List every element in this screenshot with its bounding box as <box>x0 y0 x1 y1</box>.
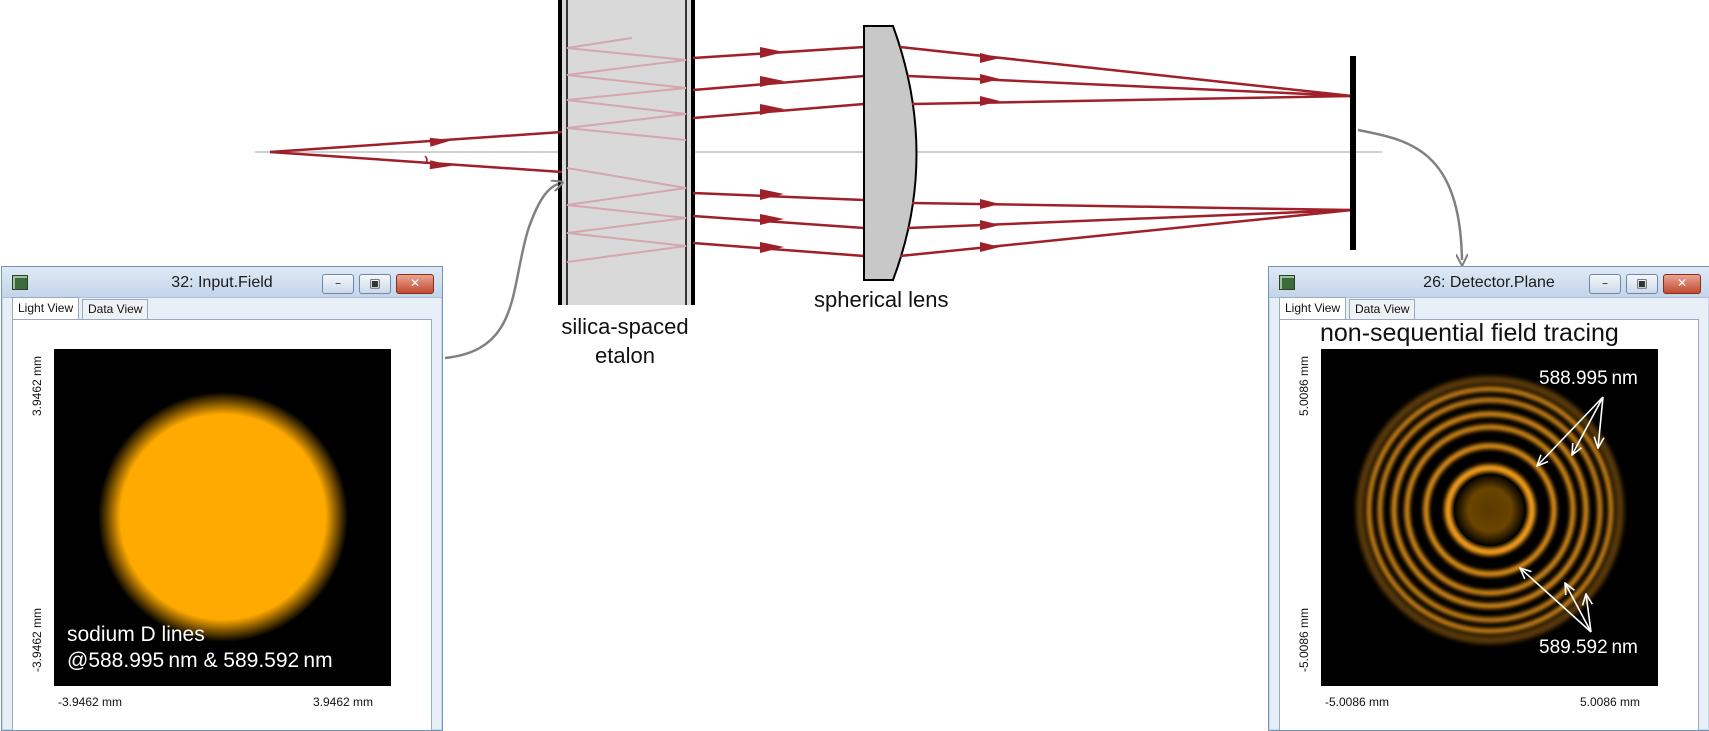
input-spot <box>98 392 348 642</box>
x-axis-left-label: -3.9462 mm <box>58 695 123 709</box>
y-axis-bottom-label: -3.9462 mm <box>30 607 44 672</box>
input-caption: sodium D lines @588.995 nm & 589.592 nm <box>67 622 333 674</box>
annotation-arrows-bottom <box>1520 568 1591 633</box>
y-axis-line <box>54 349 55 686</box>
app-icon <box>1279 275 1295 290</box>
label-589-592: 589.592 nm <box>1539 637 1638 658</box>
detector-window-titlebar[interactable]: 26: Detector.Plane – ▣ ✕ <box>1269 267 1709 298</box>
detector-window-content: non-sequential field tracing 5.0086 mm -… <box>1279 319 1699 730</box>
ray-arrows-mid <box>760 47 784 253</box>
detector-heading: non-sequential field tracing <box>1320 319 1619 347</box>
lens-label: spherical lens <box>814 287 949 312</box>
minimize-button[interactable]: – <box>322 274 354 294</box>
x-axis-right-label: 3.9462 mm <box>313 695 374 709</box>
etalon-reflections-lower <box>566 167 687 263</box>
rays-etalon-to-lens <box>692 45 865 258</box>
tab-light-view[interactable]: Light View <box>12 297 80 320</box>
y-axis-bottom-label: -5.0086 mm <box>1297 607 1311 672</box>
spherical-lens <box>863 25 918 281</box>
fringe-rings <box>1356 376 1624 644</box>
etalon-label-line2: etalon <box>595 343 655 368</box>
input-field-plot: sodium D lines @588.995 nm & 589.592 nm <box>55 349 391 685</box>
detector-window-title: 26: Detector.Plane <box>1423 274 1555 291</box>
y-axis-top-label: 5.0086 mm <box>1297 355 1311 416</box>
input-field-window[interactable]: 32: Input.Field – ▣ ✕ Light View Data Vi… <box>1 266 443 731</box>
close-button[interactable]: ✕ <box>396 274 434 294</box>
detector-plane-window[interactable]: 26: Detector.Plane – ▣ ✕ Light View Data… <box>1268 266 1709 731</box>
etalon-label-line1: silica-spaced <box>561 314 689 339</box>
fringe-center <box>1454 474 1526 546</box>
ray-arrows-right <box>980 53 1000 252</box>
tab-data-view[interactable]: Data View <box>82 299 149 319</box>
label-588-995: 588.995 nm <box>1539 368 1638 389</box>
etalon-label: silica-spaced etalon <box>552 312 698 370</box>
detector-plot: 588.995 nm 589.592 nm <box>1322 349 1658 685</box>
y-axis-top-label: 3.9462 mm <box>30 355 44 416</box>
connector-arrow-detector <box>1357 128 1462 260</box>
maximize-button[interactable]: ▣ <box>1626 274 1658 294</box>
tab-light-view[interactable]: Light View <box>1279 297 1347 320</box>
input-window-title: 32: Input.Field <box>171 274 273 291</box>
y-axis-line <box>1321 349 1322 686</box>
x-axis-line <box>55 685 391 686</box>
x-axis-right-label: 5.0086 mm <box>1580 695 1641 709</box>
etalon <box>558 0 695 305</box>
input-window-content: 3.9462 mm -3.9462 mm sodium D lines @588… <box>12 319 432 730</box>
tab-data-view[interactable]: Data View <box>1349 299 1416 319</box>
maximize-button[interactable]: ▣ <box>359 274 391 294</box>
minimize-button[interactable]: – <box>1589 274 1621 294</box>
connector-arrow-input <box>444 184 558 360</box>
etalon-reflections-upper <box>566 37 687 141</box>
source-rays <box>269 130 563 174</box>
app-icon <box>12 275 28 290</box>
input-caption-line2: @588.995 nm & 589.592 nm <box>67 649 333 672</box>
input-window-titlebar[interactable]: 32: Input.Field – ▣ ✕ <box>2 267 442 298</box>
input-caption-line1: sodium D lines <box>67 623 205 646</box>
close-button[interactable]: ✕ <box>1663 274 1701 294</box>
x-axis-line <box>1322 685 1658 686</box>
annotation-arrows-top <box>1537 396 1603 466</box>
x-axis-left-label: -5.0086 mm <box>1325 695 1390 709</box>
